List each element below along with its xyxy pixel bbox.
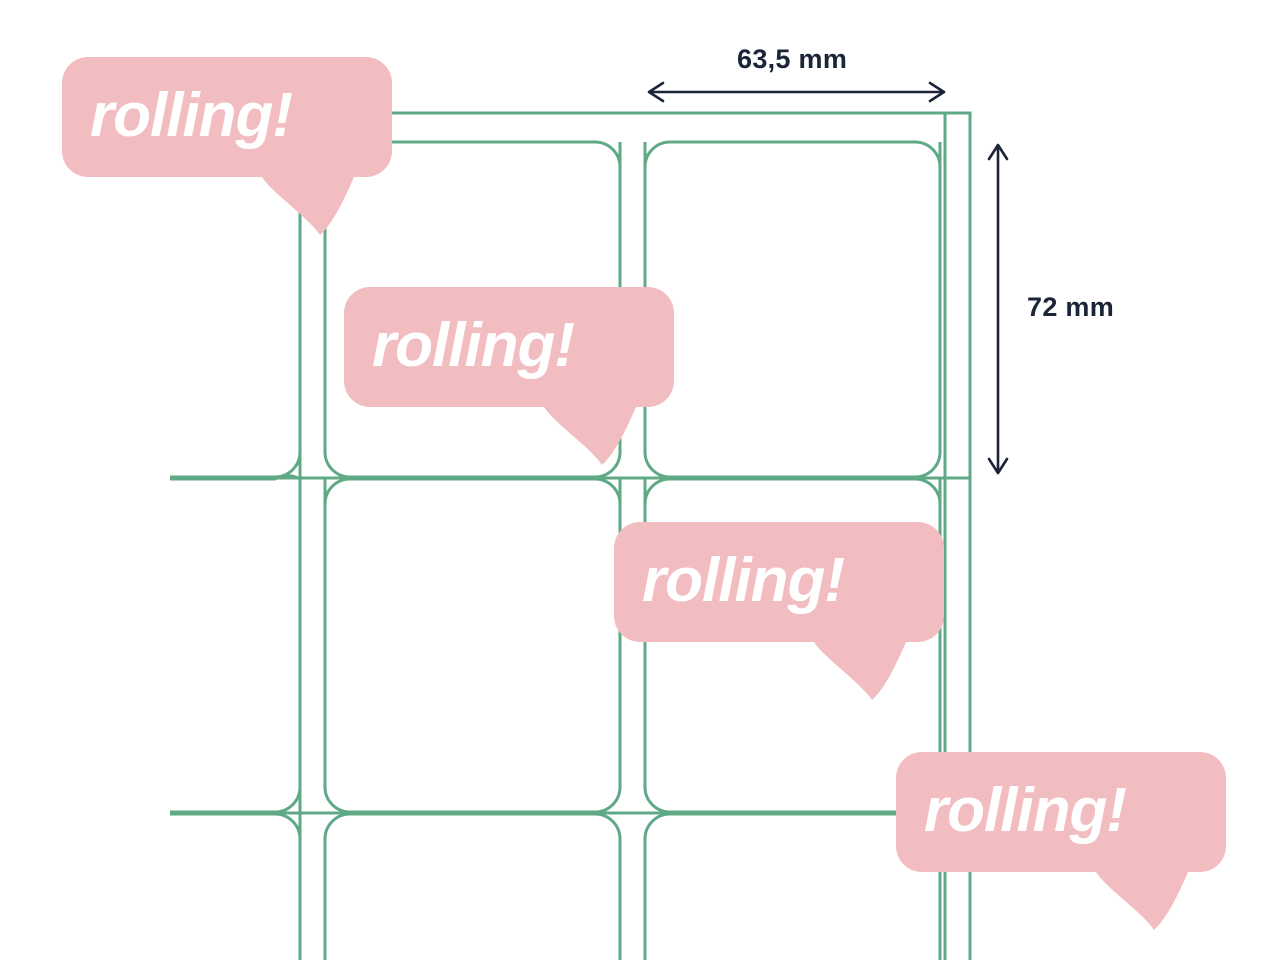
speech-bubble-icon	[344, 287, 674, 465]
dimension-arrow-height	[987, 143, 1009, 475]
watermark-text: rolling!	[642, 546, 845, 615]
height-arrowhead-top-icon	[987, 143, 1009, 161]
dimension-arrow-width	[647, 81, 946, 103]
dimension-height-label: 72 mm	[1027, 292, 1115, 322]
height-arrowhead-bottom-icon	[987, 457, 1009, 475]
label-r3c1-partial	[323, 812, 622, 960]
label-r2c0-edge	[170, 474, 302, 814]
dimension-width-label: 63,5 mm	[737, 44, 848, 74]
width-arrowhead-right-icon	[928, 81, 946, 103]
watermark-text: rolling!	[90, 81, 293, 150]
speech-bubble-icon	[62, 57, 392, 235]
dimension-annotations	[647, 81, 1009, 475]
watermark-text: rolling!	[372, 311, 575, 380]
speech-bubble-icon	[896, 752, 1226, 930]
label-r3c0-edge	[170, 812, 302, 960]
label-r2c1	[323, 477, 622, 814]
watermark-text: rolling!	[924, 776, 1127, 845]
speech-bubble-icon	[614, 522, 944, 700]
sheet-edge-top-right	[170, 111, 972, 960]
width-arrowhead-left-icon	[647, 81, 665, 103]
